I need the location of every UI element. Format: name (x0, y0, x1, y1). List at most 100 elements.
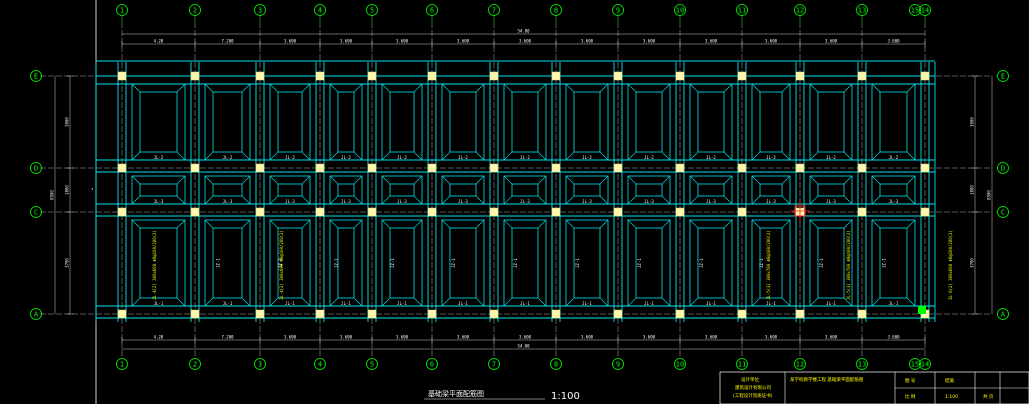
footing-outline (627, 219, 671, 307)
column (795, 309, 805, 319)
axis-bubble-top-label: 9 (616, 6, 620, 14)
beam-label-c: JL-3 (154, 199, 164, 204)
footing-outline (871, 83, 916, 161)
beam-label-c: JL-3 (285, 199, 295, 204)
tb-value-b: 1:100 (945, 394, 958, 400)
axis-bubble-top-label: 1 (120, 6, 124, 14)
footing-slope-line (301, 297, 311, 307)
footing-slope-line (503, 83, 513, 93)
axis-bubble-right (997, 308, 1009, 320)
side-dim-label: 3000 (970, 117, 975, 127)
footing-inner (573, 91, 601, 153)
footing-slope-line (241, 175, 251, 185)
footing-slope-line (871, 195, 881, 205)
footing-inner (879, 91, 908, 153)
column (255, 163, 265, 173)
footing-slope-line (503, 297, 513, 307)
axis-bubble-bottom (254, 358, 266, 370)
footing-inner (277, 227, 303, 299)
axis-bubble-top-label: 2 (193, 6, 197, 14)
beam-label-c: JL-3 (458, 199, 468, 204)
footing-slope-line (176, 219, 186, 229)
column (489, 71, 499, 81)
bay-mark: JZ-1 (575, 258, 580, 268)
axis-bubble-bottom-label: 2 (193, 360, 197, 368)
column (117, 71, 127, 81)
footing-outline (627, 175, 671, 205)
dim-label: 3.600 (396, 335, 409, 340)
footing-slope-line (661, 151, 671, 161)
footing-slope-line (413, 83, 423, 93)
footing-slope-line (441, 151, 451, 161)
beam-label-c: JL-3 (520, 199, 530, 204)
column (190, 163, 200, 173)
footing-slope-line (176, 83, 186, 93)
footing-slope-line (204, 151, 214, 161)
footing-inner (635, 91, 663, 153)
dim-label: 3.600 (765, 39, 778, 44)
footing-slope-line (906, 151, 916, 161)
column (427, 163, 437, 173)
axis-bubble-bottom-label: 1 (120, 360, 124, 368)
footing-slope-line (241, 83, 251, 93)
beam-label-a: JL-1 (826, 301, 836, 306)
dim-label: 3.600 (340, 335, 353, 340)
beam-label-a: JL-1 (458, 301, 468, 306)
axis-bubble-bottom (856, 358, 868, 370)
axis-bubble-right-label: D (1001, 164, 1005, 172)
axis-bubble-bottom (366, 358, 378, 370)
axis-bubble-top-label: 11 (738, 6, 746, 14)
footing-slope-line (689, 83, 699, 93)
footing-outline (565, 175, 609, 205)
column (613, 207, 623, 217)
footing-slope-line (871, 151, 881, 161)
footing-slope-line (241, 297, 251, 307)
footing-slope-line (329, 297, 339, 307)
footing-slope-line (301, 151, 311, 161)
beam-label-a: JL-1 (341, 301, 351, 306)
footing-slope-line (441, 219, 451, 229)
beam-label-d: JL-2 (154, 155, 164, 160)
footing-inner (573, 183, 601, 197)
footing-slope-line (353, 83, 363, 93)
column (675, 207, 685, 217)
axis-bubble-top-label: 8 (554, 6, 558, 14)
footing-slope-line (381, 219, 391, 229)
footing-slope-line (871, 83, 881, 93)
axis-bubbles: 1122334455667788991010111112121313141415… (30, 4, 1009, 370)
footing-outline (329, 219, 363, 307)
column (367, 71, 377, 81)
bay-mark: JZ-1 (637, 258, 642, 268)
beam-label-a: JL-1 (766, 301, 776, 306)
beam-label-d: JL-2 (520, 155, 530, 160)
column (613, 309, 623, 319)
column (857, 163, 867, 173)
column (857, 309, 867, 319)
footing-slope-line (537, 219, 547, 229)
footing-outline (269, 83, 311, 161)
footing-inner (277, 183, 303, 197)
footing-slope-line (475, 195, 485, 205)
footing-slope-line (176, 175, 186, 185)
column (367, 207, 377, 217)
beam-label-d: JL-2 (766, 155, 776, 160)
dim-label: 3.600 (581, 335, 594, 340)
bay-mark: JZ-1 (699, 258, 704, 268)
beam-label-d: JL-2 (826, 155, 836, 160)
column (737, 207, 747, 217)
footing-slope-line (843, 219, 853, 229)
dim-label: 3.600 (457, 39, 470, 44)
footing-slope-line (565, 219, 575, 229)
footing-slope-line (413, 219, 423, 229)
column (737, 163, 747, 173)
footing-outline (871, 175, 916, 205)
footing-slope-line (381, 151, 391, 161)
footing-slope-line (204, 83, 214, 93)
footing-slope-line (565, 195, 575, 205)
axis-bubble-bottom (116, 358, 128, 370)
footing-inner (139, 183, 178, 197)
footing-slope-line (689, 175, 699, 185)
footing-outline (204, 219, 251, 307)
footing-slope-line (131, 219, 141, 229)
footing-slope-line (131, 175, 141, 185)
